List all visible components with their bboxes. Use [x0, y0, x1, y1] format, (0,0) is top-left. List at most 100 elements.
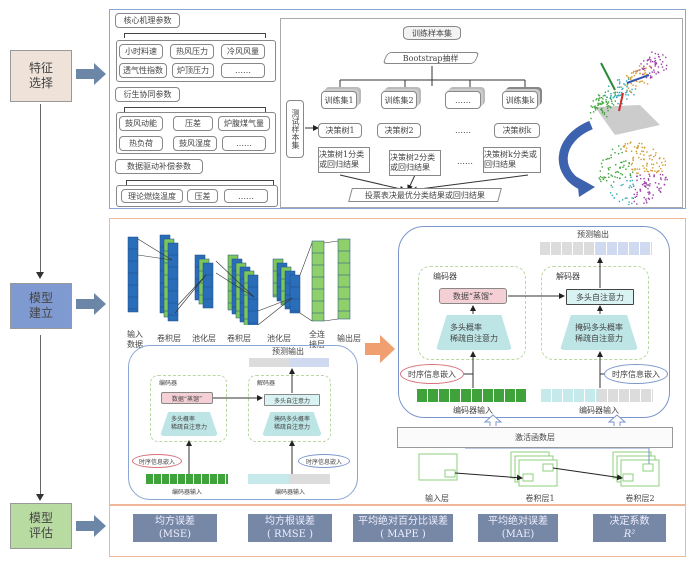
param-chip[interactable]: 压差 [173, 116, 213, 131]
stage-model-evaluation[interactable]: 模型 评估 [10, 503, 72, 549]
scatter-point [643, 73, 646, 75]
scatter-point [651, 197, 654, 199]
scatter-point [640, 80, 642, 83]
scatter-point [614, 91, 617, 93]
scatter-point [658, 170, 660, 172]
scatter-point [633, 70, 635, 73]
scatter-point [639, 174, 641, 176]
scatter-point [610, 184, 612, 187]
scatter-point [654, 59, 657, 62]
scatter-point [601, 109, 603, 112]
param-chip[interactable]: 炉顶压力 [172, 63, 214, 78]
scatter-point [643, 147, 646, 149]
scatter-point [622, 166, 624, 168]
scatter-point [658, 189, 660, 191]
scatter-point [636, 152, 638, 155]
param-chip[interactable]: …… [221, 63, 265, 78]
scatter-point [598, 177, 600, 179]
cnn-label: 池化层 [192, 334, 216, 343]
scatter-point [632, 168, 634, 171]
scatter-point [638, 81, 641, 83]
decoder-attention: 多头自注意力 [566, 289, 634, 305]
scatter-point [628, 77, 630, 79]
scatter-point [605, 158, 607, 161]
scatter-point [636, 175, 638, 177]
scatter-point [637, 145, 639, 148]
scatter-point [600, 108, 602, 111]
scatter-point [625, 92, 627, 94]
scatter-point [618, 82, 621, 85]
encoder-block [418, 266, 526, 360]
scatter-point [663, 157, 665, 160]
stage-feature-selection[interactable]: 特征 选择 [10, 50, 72, 102]
param-chip[interactable]: 热风压力 [170, 44, 214, 59]
scatter-point [658, 165, 661, 168]
scatter-point [606, 115, 608, 118]
decoder-input-sequence [248, 474, 330, 484]
scatter-point [653, 61, 656, 63]
param-chip[interactable]: 热负荷 [119, 136, 163, 151]
scatter-point [626, 89, 628, 92]
stage-model-building[interactable]: 模型 建立 [10, 283, 72, 329]
scatter-point [626, 84, 628, 86]
param-chip[interactable]: …… [224, 189, 268, 203]
cnn-label: 输出层 [337, 334, 361, 343]
scatter-point [620, 91, 623, 94]
scatter-point [641, 146, 643, 149]
param-chip[interactable]: 透气性指数 [119, 63, 167, 78]
scatter-point [646, 165, 648, 167]
scatter-point [619, 81, 621, 83]
scatter-point [608, 176, 610, 179]
metric-mape[interactable]: 平均绝对百分比误差( MAPE ) [353, 514, 453, 542]
scatter-point [610, 156, 612, 159]
scatter-point [631, 197, 633, 199]
param-chip[interactable]: 压差 [187, 189, 218, 203]
scatter-point [641, 80, 644, 82]
scatter-point [602, 102, 605, 104]
tcn-conv1-label: 卷积层1 [525, 494, 555, 503]
scatter-point [655, 62, 658, 65]
param-chip[interactable]: 鼓风湿度 [173, 136, 217, 151]
scatter-point [615, 96, 618, 98]
cnn-connection [215, 260, 255, 298]
decoder-masked-attention: 掩码多头概率 稀疏自注意力 [262, 412, 322, 436]
scatter-point [649, 65, 651, 68]
scatter-point [649, 56, 651, 59]
scatter-point [653, 69, 655, 71]
scatter-point [629, 90, 631, 92]
scatter-point [636, 80, 638, 83]
scatter-point [610, 98, 613, 101]
scatter-point [601, 110, 604, 112]
scatter-point [643, 60, 645, 62]
scatter-point [591, 106, 594, 108]
param-chip[interactable]: …… [222, 136, 266, 151]
metric-mse[interactable]: 均方误差(MSE) [133, 514, 217, 542]
metric-mae[interactable]: 平均绝对误差(MAE) [478, 514, 558, 542]
scatter-point [640, 158, 642, 161]
param-chip[interactable]: 鼓风动能 [119, 116, 163, 131]
scatter-point [649, 192, 651, 194]
scatter-point [642, 150, 645, 153]
scatter-point [646, 170, 649, 172]
param-chip[interactable]: 理论燃烧温度 [121, 189, 183, 203]
param-chip[interactable]: 炉腹煤气量 [218, 116, 270, 131]
scatter-point [628, 186, 630, 189]
param-chip[interactable]: 小时料速 [119, 44, 163, 59]
scatter-point [610, 92, 612, 95]
scatter-point [599, 97, 601, 99]
scatter-3d [589, 51, 668, 120]
scatter-point [630, 91, 632, 93]
scatter-point [646, 202, 648, 204]
scatter-point [617, 145, 620, 147]
param-chip[interactable]: 冷风风量 [221, 44, 265, 59]
scatter-point [634, 70, 637, 72]
scatter-point [614, 176, 616, 178]
scatter-point [640, 63, 642, 65]
scatter-point [630, 163, 633, 166]
scatter-point [635, 71, 638, 73]
decision-tree: 决策树k [494, 123, 540, 138]
scatter-point [594, 109, 597, 111]
scatter-point [650, 77, 652, 79]
metric-rmse[interactable]: 均方根误差( RMSE ) [248, 514, 332, 542]
